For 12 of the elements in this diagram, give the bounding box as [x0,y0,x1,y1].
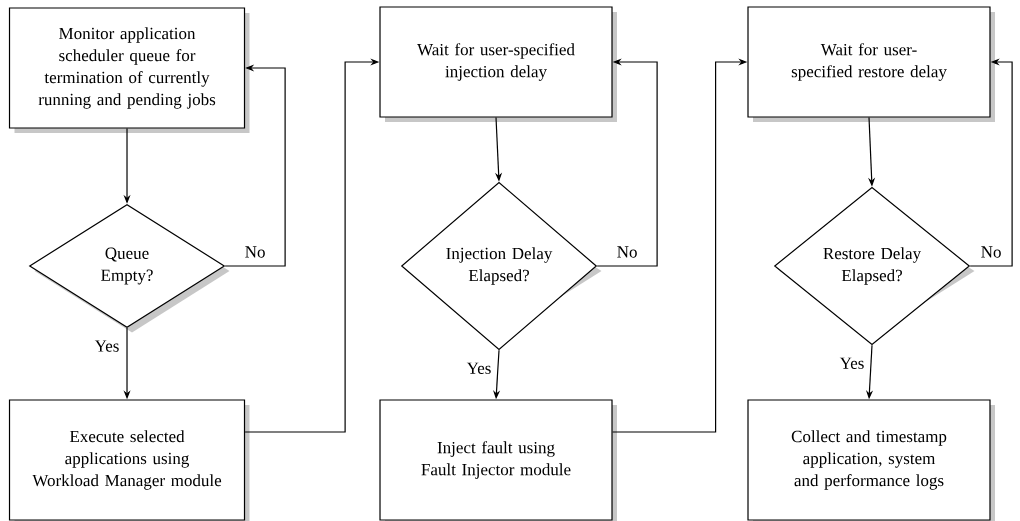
edge-label: No [617,246,637,258]
edge-label: Yes [94,340,119,352]
process-box: Monitor application scheduler queue for termination of currently running and pending jobs [8,7,250,133]
edge-label: No [245,246,265,258]
process-box: Inject fault using Fault Injector module [379,399,617,521]
edge-label: Yes [466,362,491,374]
edge-label: No [981,246,1001,258]
process-box: Collect and timestamp application, system and performance logs [747,399,995,521]
process-box: Wait for user-specified injection delay [379,6,617,122]
process-box: Execute selected applications using Workload Manager module [8,399,250,521]
edge-label: Yes [839,357,864,369]
process-box: Wait for user-specified restore delay [747,6,995,122]
